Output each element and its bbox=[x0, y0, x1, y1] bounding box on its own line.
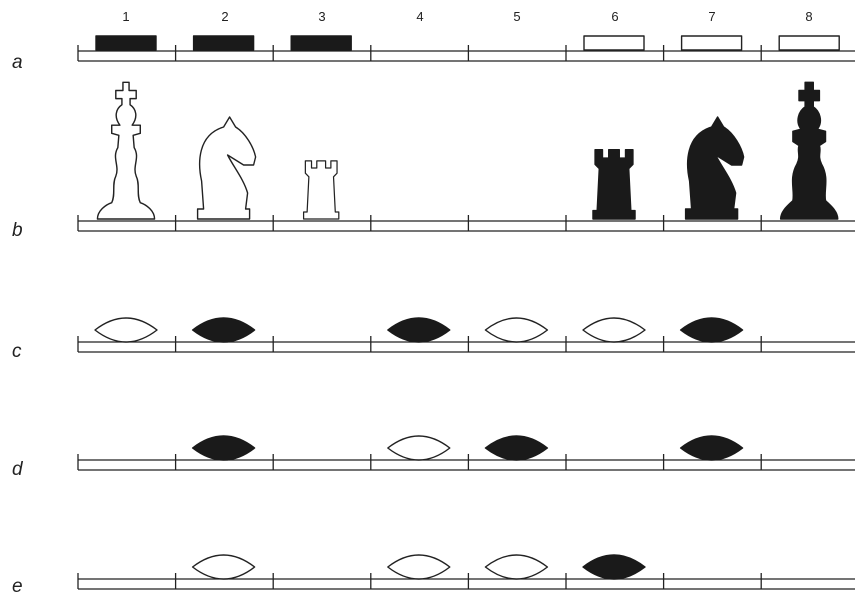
column-header: 1 2 3 4 5 6 7 8 bbox=[122, 9, 812, 24]
white-lens-piece bbox=[95, 318, 157, 342]
black-rook-icon bbox=[593, 150, 635, 219]
black-lens-piece bbox=[681, 318, 743, 342]
board-row bbox=[78, 454, 855, 470]
white-lens-piece bbox=[388, 436, 450, 460]
column-number: 5 bbox=[513, 9, 520, 24]
row-label: a bbox=[12, 52, 23, 73]
white-lens-piece bbox=[485, 318, 547, 342]
black-block-piece bbox=[194, 36, 254, 50]
black-lens-piece bbox=[583, 555, 645, 579]
column-number: 1 bbox=[122, 9, 129, 24]
boards bbox=[78, 45, 855, 589]
row-labels: a b c d e bbox=[12, 52, 24, 593]
board-row bbox=[78, 573, 855, 589]
black-lens-piece bbox=[388, 318, 450, 342]
pieces bbox=[95, 36, 839, 579]
black-lens-piece bbox=[681, 436, 743, 460]
black-lens-piece bbox=[193, 436, 255, 460]
row-label: c bbox=[12, 341, 22, 362]
column-number: 6 bbox=[611, 9, 618, 24]
column-number: 7 bbox=[708, 9, 715, 24]
black-knight-icon bbox=[686, 117, 744, 219]
white-block-piece bbox=[779, 36, 839, 50]
white-bishop-icon bbox=[97, 82, 154, 219]
white-lens-piece bbox=[485, 555, 547, 579]
black-block-piece bbox=[291, 36, 351, 50]
column-number: 4 bbox=[416, 9, 423, 24]
column-number: 2 bbox=[221, 9, 228, 24]
row-label: b bbox=[12, 220, 23, 241]
column-number: 3 bbox=[318, 9, 325, 24]
black-king-icon bbox=[781, 82, 838, 219]
black-lens-piece bbox=[485, 436, 547, 460]
white-rook-icon bbox=[304, 161, 339, 219]
white-knight-icon bbox=[198, 117, 256, 219]
board-row bbox=[78, 215, 855, 231]
black-lens-piece bbox=[193, 318, 255, 342]
white-block-piece bbox=[682, 36, 742, 50]
board-row bbox=[78, 336, 855, 352]
black-block-piece bbox=[96, 36, 156, 50]
white-lens-piece bbox=[193, 555, 255, 579]
white-lens-piece bbox=[583, 318, 645, 342]
row-label: e bbox=[12, 576, 23, 593]
white-lens-piece bbox=[388, 555, 450, 579]
white-block-piece bbox=[584, 36, 644, 50]
column-number: 8 bbox=[805, 9, 812, 24]
row-label: d bbox=[12, 459, 24, 480]
